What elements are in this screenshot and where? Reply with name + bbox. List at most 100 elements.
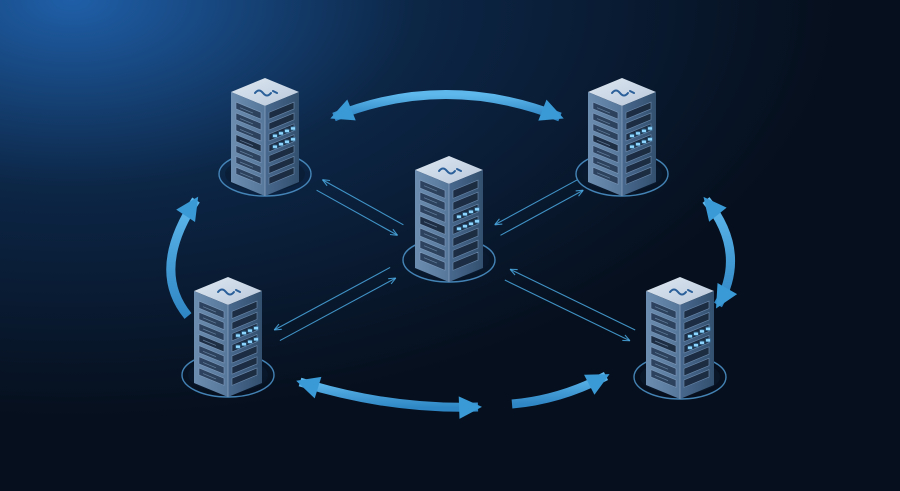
server-led [469,210,473,213]
server-logo-icon [438,167,462,175]
arrow-bottom-left-shaft [298,377,479,412]
server-vent [239,139,254,146]
server-led [475,220,479,223]
server-led [706,339,710,342]
server-vent [202,328,217,335]
data-link-arrowhead [388,277,397,285]
server-vent [596,172,611,179]
server-vent [596,161,611,168]
server-led [279,143,283,146]
server-led [700,330,704,333]
server-vent [202,317,217,324]
server-vent [202,373,217,380]
server-vent [239,129,254,136]
server-led [273,134,277,138]
server-led [475,208,479,211]
server-led [636,143,640,146]
server-rack-unit [592,155,619,174]
server-rack-unit [231,345,258,364]
server-vent [239,118,254,125]
server-led [457,227,461,230]
server-rack-unit [683,312,710,331]
arrow-left-head [176,196,199,222]
data-link-arrowhead [273,323,282,331]
data-link-line [500,189,584,236]
server-vent [202,339,217,346]
server-led [248,329,252,332]
server-led [648,138,652,141]
server-vent [654,317,669,324]
server-led [636,132,640,135]
server-rack-unit [268,101,295,120]
server-rack-unit [231,367,258,386]
server-rack-unit [198,334,225,353]
server-logo-icon [217,288,241,296]
server-vent [202,362,217,369]
server-rack-unit [683,346,710,365]
server-rack-unit [683,357,710,377]
server-led [457,215,461,218]
server-rack-unit [268,145,295,164]
server-led [254,326,258,330]
data-link-line [279,277,397,342]
server-vent [239,107,254,114]
server-led [700,341,704,344]
server-led [648,127,652,130]
server-rack-unit [452,179,479,199]
server-rack-unit [625,145,652,164]
server-vent [654,306,669,313]
data-link-line [504,279,631,342]
server-rack-unit [683,300,710,320]
server-rack-unit [268,112,295,131]
curved-arrows [166,90,738,419]
server-rack-unit [625,101,652,120]
server-led [242,331,246,335]
server-rack-unit [683,369,710,388]
server-rack-unit [592,134,619,153]
connection-lines [273,179,636,342]
server-led [291,138,295,141]
server-led [694,332,698,336]
server-led [642,129,646,133]
arrow-bottom-right [511,372,610,409]
arrow-top-head [538,99,564,121]
arrow-bottom-right-head [584,374,610,395]
server-vent [596,107,611,114]
server-logo-icon [669,288,693,296]
server-rack-unit [592,112,619,131]
server-rack-unit [235,134,262,153]
server-rack-unit [452,251,479,271]
server-rack-unit [452,191,479,211]
arrow-left [166,196,200,319]
server-rack-unit [198,311,225,331]
server-rack-unit [198,322,225,342]
server-rack-unit [198,300,225,319]
server-vent [423,197,438,204]
server-led [285,129,289,133]
server-rack-unit [198,367,225,386]
data-link-arrowhead [389,228,398,236]
server-vent [596,139,611,146]
server-led [694,344,698,347]
server-rack-unit [452,239,479,259]
arrow-right [702,196,738,309]
server-led [279,132,283,135]
server-vent [654,329,669,336]
server-rack-unit [235,155,262,174]
server-rack-unit [231,356,258,375]
arrow-top-shaft [332,90,562,122]
server-rack-unit [625,155,652,174]
server-top-left [218,78,312,197]
server-vent [239,150,254,157]
server-vent [202,350,217,357]
data-link-arrowhead [622,334,631,342]
data-link-arrowhead [322,179,331,187]
server-rack-unit [452,227,479,247]
server-led [688,335,692,338]
server-rack-unit [592,101,619,120]
server-rack-unit [625,166,652,185]
server-vent [423,233,438,240]
data-link-line [273,266,391,331]
server-rack-unit [198,356,225,375]
